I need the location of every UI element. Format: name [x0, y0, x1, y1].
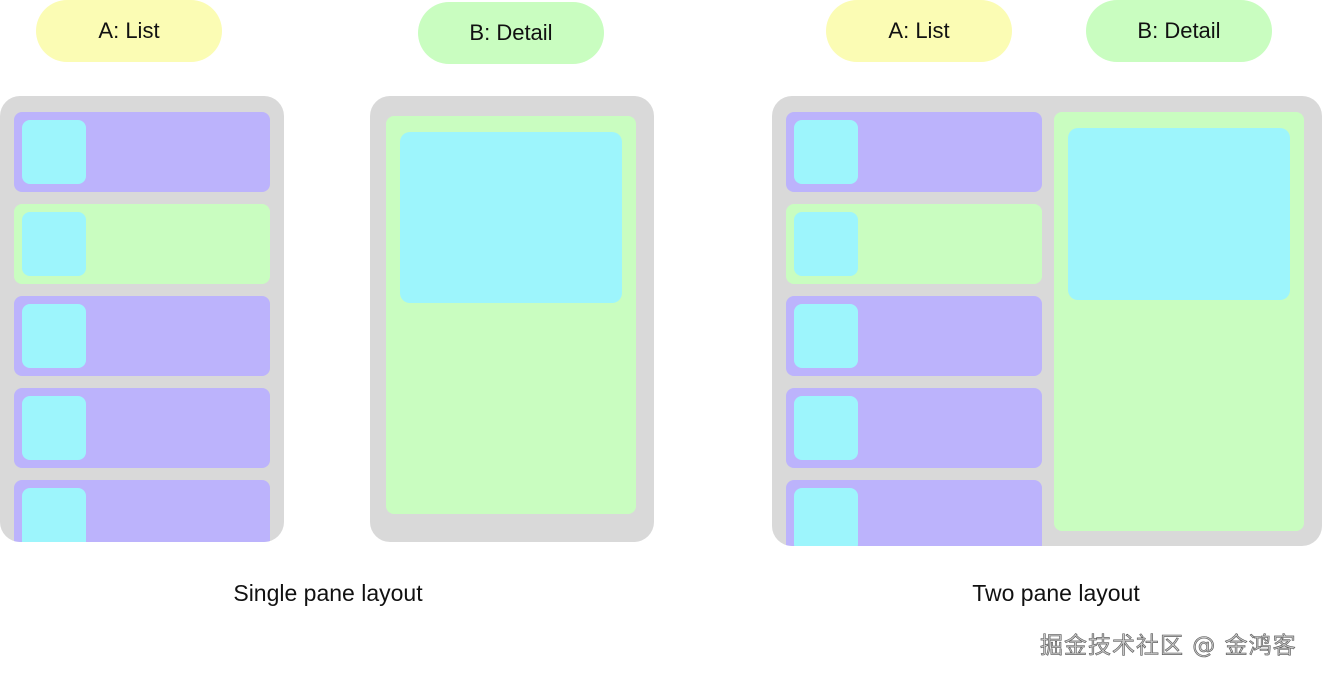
single-detail-label: B: Detail [418, 2, 604, 64]
detail-hero-image [1068, 128, 1290, 300]
single-detail-device [370, 96, 654, 542]
single-detail-label-text: B: Detail [469, 20, 553, 45]
detail-pane [386, 116, 636, 514]
thumbnail [794, 304, 858, 368]
single-list-label: A: List [36, 0, 222, 62]
detail-hero-image [400, 132, 622, 303]
two-detail-label-text: B: Detail [1137, 18, 1221, 43]
thumbnail [794, 488, 858, 546]
thumbnail [794, 212, 858, 276]
list-item [786, 388, 1042, 468]
two-pane-caption: Two pane layout [972, 580, 1140, 606]
two-list-label-text: A: List [888, 18, 950, 43]
thumbnail [794, 396, 858, 460]
list-item [786, 112, 1042, 192]
two-pane-device [772, 96, 1322, 546]
list-item [786, 480, 1042, 546]
detail-pane [1054, 112, 1304, 531]
thumbnail [22, 396, 86, 460]
thumbnail [794, 120, 858, 184]
thumbnail [22, 488, 86, 542]
list-item-selected [786, 204, 1042, 284]
single-list-label-text: A: List [98, 18, 160, 43]
thumbnail [22, 304, 86, 368]
thumbnail [22, 212, 86, 276]
single-list-device [0, 96, 284, 542]
list-item [14, 112, 270, 192]
list-item [14, 296, 270, 376]
watermark: 掘金技术社区 @ 金鸿客 [1040, 633, 1297, 660]
single-pane-caption: Single pane layout [233, 580, 423, 606]
two-detail-label: B: Detail [1086, 0, 1272, 62]
list-item-selected [14, 204, 270, 284]
list-item [786, 296, 1042, 376]
list-item [14, 480, 270, 542]
thumbnail [22, 120, 86, 184]
two-list-label: A: List [826, 0, 1012, 62]
list-item [14, 388, 270, 468]
